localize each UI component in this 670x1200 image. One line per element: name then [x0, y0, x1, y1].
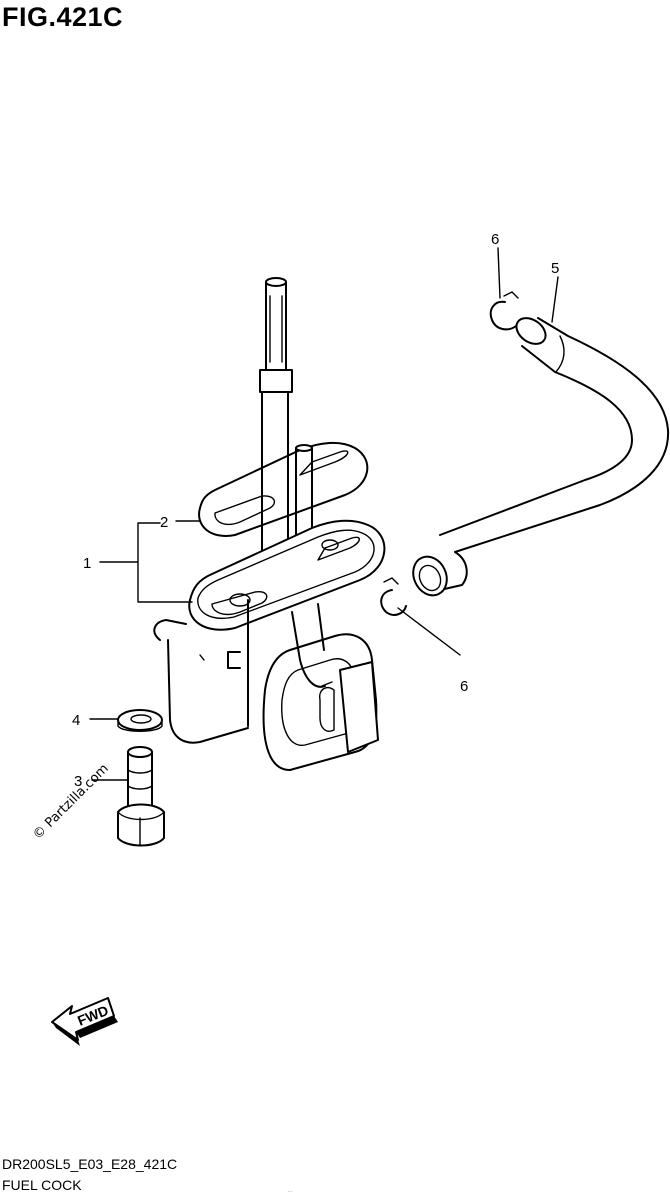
leader-5 [551, 276, 559, 323]
figure-title: FIG.421C [2, 2, 124, 32]
part-2-gasket[interactable] [198, 442, 369, 537]
part-4-washer[interactable] [117, 709, 163, 732]
leader-6-top [497, 247, 501, 299]
callout-1: 1 [83, 555, 91, 572]
diagram-code: DR200SL5_E03_E28_421C [2, 1156, 178, 1172]
leader-1 [99, 522, 193, 603]
callout-6-top: 6 [491, 231, 499, 248]
partzilla-watermark: © Partzilla.com [30, 761, 112, 843]
callout-6-bottom: 6 [460, 678, 468, 695]
leader-6-bottom [397, 607, 461, 656]
fwd-arrow: FWD [51, 997, 118, 1046]
strainer-tube[interactable] [259, 277, 293, 581]
part-5-fuel-hose[interactable] [407, 313, 670, 601]
callout-2: 2 [160, 514, 168, 531]
part-3-bolt[interactable] [117, 746, 165, 847]
callout-5: 5 [551, 260, 559, 277]
small-print: ... [288, 1188, 293, 1194]
part-6-clamp-bottom[interactable] [380, 577, 407, 616]
part-6-clamp-top[interactable] [489, 291, 519, 331]
callout-4: 4 [72, 712, 80, 729]
callout-3: 3 [74, 773, 82, 790]
section-name: FUEL COCK [2, 1177, 82, 1193]
part-1-fuel-cock-body[interactable] [153, 519, 386, 771]
